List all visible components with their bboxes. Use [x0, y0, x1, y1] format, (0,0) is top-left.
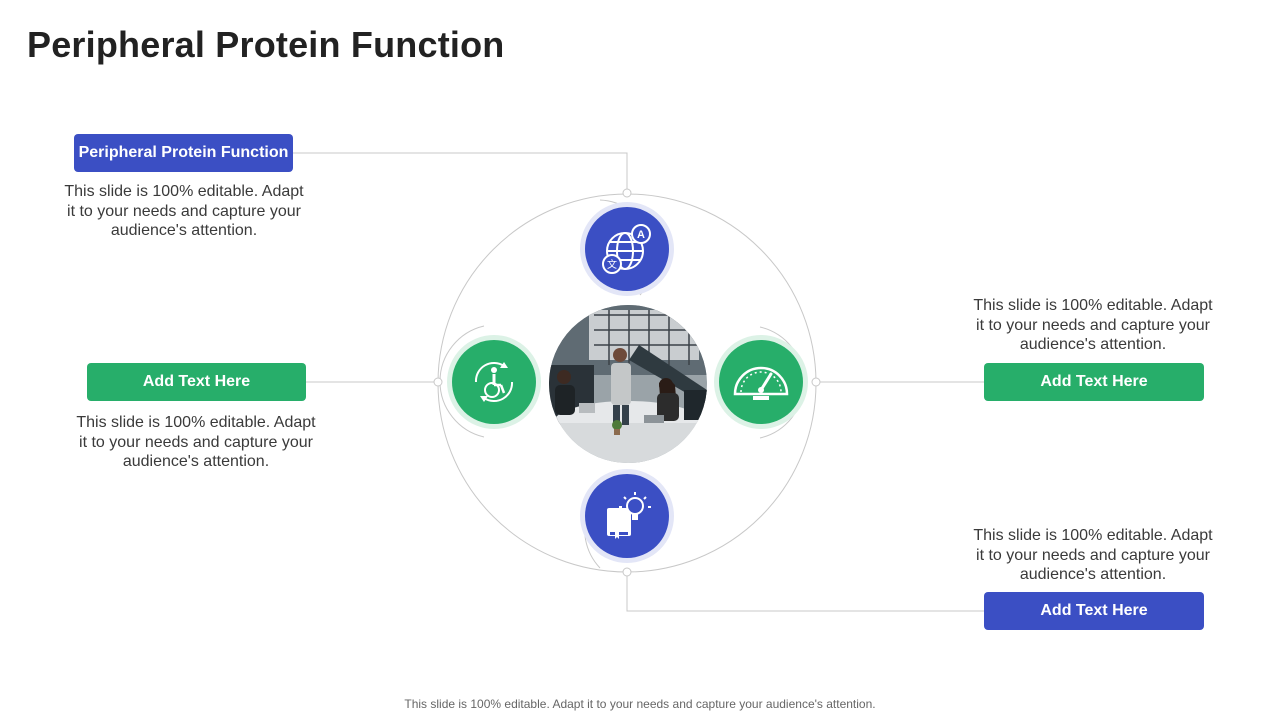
accessibility-icon — [452, 340, 536, 424]
translation-globe-icon: A 文 — [585, 207, 669, 291]
description-left: This slide is 100% editable. Adapt it to… — [76, 414, 316, 470]
label-left[interactable]: Add Text Here — [87, 363, 306, 401]
svg-text:A: A — [637, 229, 645, 241]
page-title: Peripheral Protein Function — [27, 24, 505, 65]
label-right[interactable]: Add Text Here — [984, 363, 1204, 401]
description-right: This slide is 100% editable. Adapt it to… — [973, 297, 1213, 353]
book-lightbulb-icon — [585, 474, 669, 558]
meeting-photo — [549, 305, 707, 463]
svg-text:文: 文 — [607, 258, 617, 271]
label-bottom-right[interactable]: Add Text Here — [984, 592, 1204, 630]
footer-note: This slide is 100% editable. Adapt it to… — [404, 697, 876, 711]
label-peripheral-protein-function[interactable]: Peripheral Protein Function — [74, 134, 293, 172]
description-top-left: This slide is 100% editable. Adapt it to… — [64, 183, 304, 239]
speedometer-icon — [719, 340, 803, 424]
description-bottom-right: This slide is 100% editable. Adapt it to… — [973, 527, 1213, 583]
